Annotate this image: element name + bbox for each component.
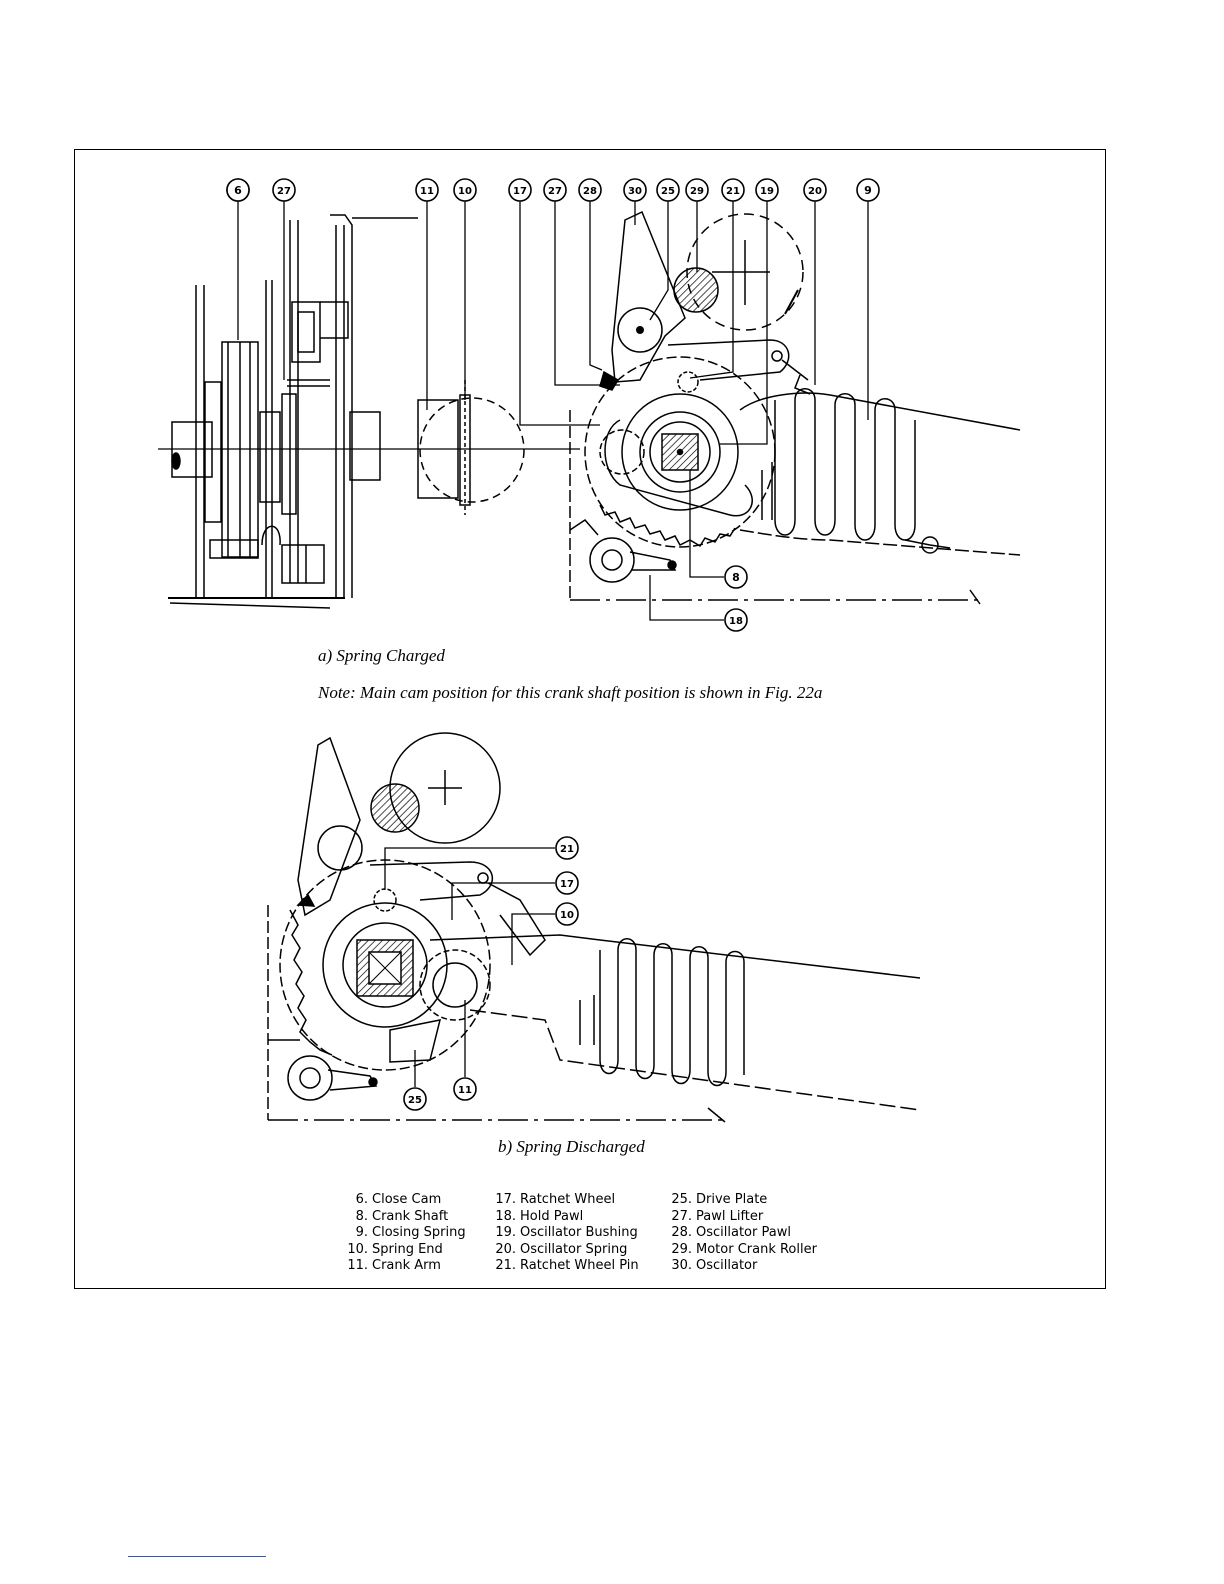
caption-note: Note: Main cam position for this crank s…: [318, 683, 823, 702]
legend-item: 27.Pawl Lifter: [671, 1208, 764, 1224]
leaders-b: [384, 847, 555, 1087]
legend-item: 8.Crank Shaft: [355, 1208, 449, 1224]
callout-circle: [685, 178, 709, 202]
callout-circle: [453, 1077, 477, 1101]
callout-circle: [415, 178, 439, 202]
legend-item: 10.Spring End: [347, 1241, 443, 1257]
callout-number: 11: [458, 1085, 472, 1096]
legend-item: 21.Ratchet Wheel Pin: [495, 1258, 639, 1274]
figure-a-front-view: [569, 210, 1021, 605]
callout-number: 17: [513, 186, 527, 197]
callout-b-labels: 21 17 10 25 11: [403, 836, 579, 1111]
callout-circle: [272, 178, 296, 202]
legend-item: 30.Oscillator: [671, 1258, 758, 1274]
callout-circle: [543, 178, 567, 202]
legend-item: 28.Oscillator Pawl: [671, 1225, 791, 1241]
callout-circle: [724, 608, 748, 632]
callout-circle: [226, 178, 250, 202]
callout-circle: [656, 178, 680, 202]
legend-item: 18.Hold Pawl: [495, 1208, 584, 1224]
callout-circle: [555, 902, 579, 926]
legend-item: 20.Oscillator Spring: [495, 1241, 628, 1257]
caption-a: a) Spring Charged: [318, 646, 445, 665]
callout-number: 20: [808, 186, 822, 197]
callout-number: 28: [583, 186, 597, 197]
callout-number: 18: [729, 616, 743, 627]
callout-circle: [623, 178, 647, 202]
callout-number: 10: [560, 910, 574, 921]
leaders-a: [237, 201, 869, 621]
legend-column-2: 17.Ratchet Wheel 18.Hold Pawl 19.Oscilla…: [488, 1192, 639, 1275]
callout-number: 10: [458, 186, 472, 197]
legend-item: 6.Close Cam: [355, 1192, 442, 1207]
callout-circle: [856, 178, 880, 202]
callout-number: 27: [548, 186, 562, 197]
callout-circle: [755, 178, 779, 202]
callout-number: 25: [408, 1095, 422, 1106]
figure-frame: [74, 149, 1106, 1289]
callout-number: 11: [420, 186, 434, 197]
callout-number: 19: [760, 186, 774, 197]
callout-number: 9: [864, 184, 872, 197]
callout-circle: [724, 565, 748, 589]
callout-circle: [508, 178, 532, 202]
legend-item: 11.Crank Arm: [347, 1258, 441, 1274]
callout-circle: [555, 871, 579, 895]
callout-a-labels: 6 27 11 10 17 27 28 30 25 29 21 19 20 9 8 18: [226, 178, 880, 632]
legend-item: 17.Ratchet Wheel: [495, 1192, 616, 1207]
callout-number: 29: [690, 186, 704, 197]
callout-number: 21: [726, 186, 740, 197]
callout-circle: [555, 836, 579, 860]
callout-number: 27: [277, 186, 291, 197]
callout-number: 6: [234, 184, 242, 197]
callout-circle: [453, 178, 477, 202]
callout-circle: [803, 178, 827, 202]
legend-item: 29.Motor Crank Roller: [671, 1241, 817, 1257]
legend-item: 19.Oscillator Bushing: [495, 1225, 638, 1241]
legend-item: 25.Drive Plate: [671, 1192, 768, 1207]
legend-item: 9.Closing Spring: [355, 1225, 466, 1241]
figure-a-side-view: [158, 214, 580, 609]
callout-number: 25: [661, 186, 675, 197]
callout-circle: [403, 1087, 427, 1111]
figure-b-view: [267, 732, 921, 1123]
caption-b: b) Spring Discharged: [498, 1137, 645, 1156]
callout-number: 21: [560, 844, 574, 855]
legend-column-1: 6.Close Cam 8.Crank Shaft 9.Closing Spri…: [340, 1192, 466, 1275]
callout-circle: [578, 178, 602, 202]
callout-circle: [721, 178, 745, 202]
legend-column-3: 25.Drive Plate 27.Pawl Lifter 28.Oscilla…: [664, 1192, 817, 1275]
callout-number: 17: [560, 879, 574, 890]
callout-number: 8: [732, 571, 740, 584]
callout-number: 30: [628, 186, 642, 197]
footer-rule: [128, 1556, 266, 1557]
